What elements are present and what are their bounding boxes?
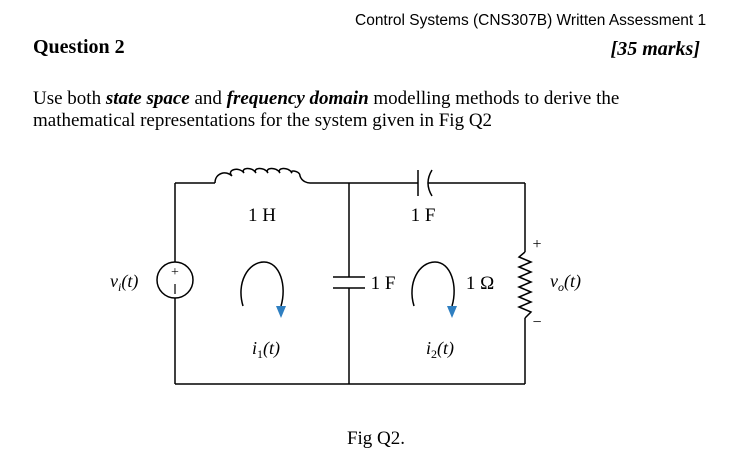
- text-part-1: Use both: [33, 88, 106, 109]
- output-minus: −: [532, 314, 541, 331]
- loop2-t: (t): [437, 338, 454, 359]
- source-sub: i: [118, 280, 121, 294]
- loop2-arrowhead: [447, 306, 457, 318]
- source-voltage-label: vi(t): [110, 271, 138, 294]
- output-plus: +: [532, 236, 541, 253]
- loop2-arrow-path: [411, 261, 455, 307]
- resistor-zigzag: [517, 251, 533, 319]
- bold-frequency-domain: frequency domain: [226, 88, 369, 109]
- source-t: (t): [121, 271, 138, 292]
- loop1-arrowhead: [276, 306, 286, 318]
- output-v: v: [550, 271, 558, 291]
- source-plus: +: [171, 265, 179, 280]
- shunt-capacitor-label: 1 F: [371, 273, 396, 294]
- text-part-2: and: [189, 88, 227, 109]
- loop1-i: i: [252, 338, 257, 358]
- output-voltage-label: vo(t): [550, 271, 581, 294]
- loop2-i: i: [426, 338, 431, 358]
- figure-caption: Fig Q2.: [347, 428, 405, 449]
- question-text: Use both state space and frequency domai…: [33, 88, 713, 132]
- output-sub: o: [558, 280, 564, 294]
- loop2-current-label: i2(t): [426, 338, 454, 361]
- assessment-header: Control Systems (CNS307B) Written Assess…: [355, 12, 707, 29]
- source-v: v: [110, 271, 118, 291]
- output-t: (t): [564, 271, 581, 292]
- inductor-label: 1 H: [248, 205, 276, 226]
- text-part-3: modelling methods to derive the mathemat…: [33, 88, 620, 131]
- series-capacitor-plate-2: [427, 169, 433, 197]
- marks-label: [35 marks]: [610, 38, 700, 60]
- loop1-current-label: i1(t): [252, 338, 280, 361]
- loop2-sub: 2: [431, 347, 437, 361]
- inductor-coil: [214, 167, 311, 184]
- loop1-sub: 1: [257, 347, 263, 361]
- loop1-arrow-path: [240, 261, 284, 307]
- bold-state-space: state space: [105, 88, 190, 109]
- resistor-label: 1 Ω: [466, 273, 494, 294]
- voltage-source-circle: [156, 261, 194, 299]
- loop1-t: (t): [263, 338, 280, 359]
- series-capacitor-label: 1 F: [411, 205, 436, 226]
- question-title: Question 2: [33, 36, 125, 58]
